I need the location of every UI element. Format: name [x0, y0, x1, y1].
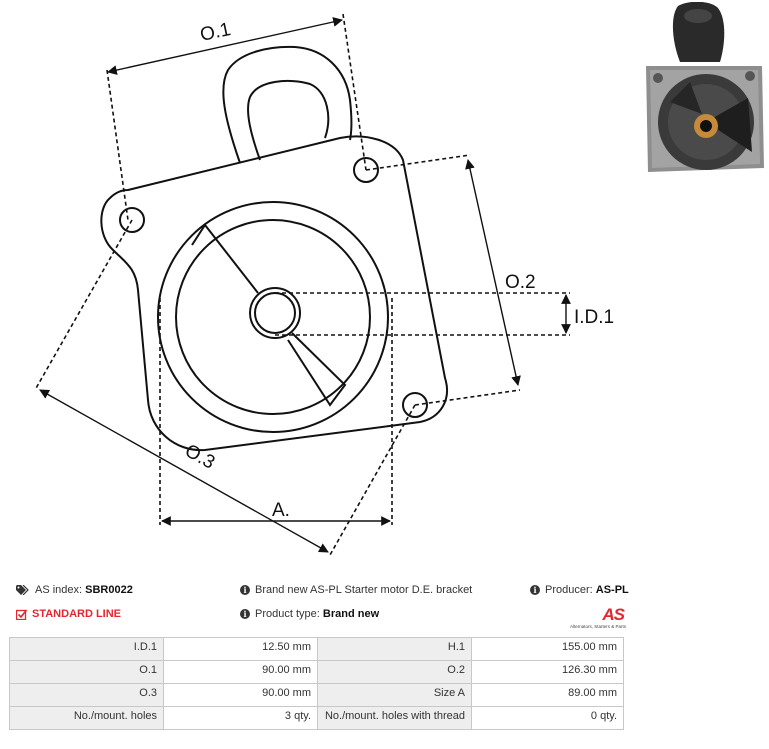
info-icon: i	[240, 585, 250, 595]
spec-value: 89.00 mm	[471, 683, 624, 707]
product-type: i Product type: Brand new	[240, 608, 379, 620]
product-type-label: Product type:	[255, 608, 320, 620]
standard-line: STANDARD LINE	[16, 608, 121, 620]
spec-label: No./mount. holes	[9, 706, 164, 730]
product-photo	[640, 2, 768, 174]
dim-o1-line	[107, 17, 343, 75]
as-index: AS index: SBR0022	[16, 584, 133, 596]
spec-label: No./mount. holes with thread	[317, 706, 472, 730]
as-index-label: AS index:	[35, 584, 83, 596]
as-pl-logo: AS Alternators, Starters & Parts	[560, 605, 626, 633]
spec-value: 0 qty.	[471, 706, 624, 730]
spec-value: 90.00 mm	[163, 660, 318, 684]
label-a: A.	[272, 500, 290, 521]
spec-value: 155.00 mm	[471, 637, 624, 661]
check-square-icon	[16, 609, 27, 620]
logo-mark: AS	[602, 605, 625, 624]
table-row: No./mount. holes 3 qty. No./mount. holes…	[9, 706, 624, 730]
description: i Brand new AS-PL Starter motor D.E. bra…	[240, 584, 472, 596]
spec-value: 90.00 mm	[163, 683, 318, 707]
as-index-value: SBR0022	[85, 584, 133, 596]
mount-hole-1	[119, 207, 145, 233]
label-o2: O.2	[505, 272, 536, 293]
product-info: AS index: SBR0022 i Brand new AS-PL Star…	[10, 584, 629, 632]
shaft-hole-inner	[254, 292, 296, 334]
spec-label: O.1	[9, 660, 164, 684]
inner-bore-circle	[175, 219, 371, 415]
info-icon: i	[530, 585, 540, 595]
dim-o3-line	[39, 389, 329, 553]
label-o1: O.1	[198, 19, 232, 46]
label-o3: O.3	[181, 440, 218, 473]
info-icon: i	[240, 609, 250, 619]
spec-label: H.1	[317, 637, 472, 661]
shaft-hole-outer	[249, 287, 301, 339]
logo-tagline: Alternators, Starters & Parts	[569, 624, 626, 629]
producer: i Producer: AS-PL	[530, 584, 629, 596]
spec-label: O.3	[9, 683, 164, 707]
producer-label: Producer:	[545, 584, 593, 596]
spec-label: Size A	[317, 683, 472, 707]
outer-bore-circle	[157, 201, 389, 433]
spec-table: I.D.1 12.50 mm H.1 155.00 mm O.1 90.00 m…	[9, 637, 624, 730]
spec-label: O.2	[317, 660, 472, 684]
standard-line-text: STANDARD LINE	[32, 608, 122, 620]
mount-hole-2	[353, 157, 379, 183]
spec-value: 12.50 mm	[163, 637, 318, 661]
table-row: I.D.1 12.50 mm H.1 155.00 mm	[9, 637, 624, 661]
description-text: Brand new AS-PL Starter motor D.E. brack…	[255, 584, 473, 596]
bracket-top-lug	[222, 45, 353, 164]
dim-o2-line	[465, 159, 521, 386]
tags-icon	[16, 585, 30, 595]
technical-drawing: O.1 O.2 I.D.1 O.3 A.	[34, 13, 614, 556]
mount-hole-3	[402, 392, 428, 418]
spec-label: I.D.1	[9, 637, 164, 661]
table-row: O.3 90.00 mm Size A 89.00 mm	[9, 683, 624, 707]
table-row: O.1 90.00 mm O.2 126.30 mm	[9, 660, 624, 684]
cutout-wedge	[191, 223, 347, 407]
spec-value: 126.30 mm	[471, 660, 624, 684]
producer-value: AS-PL	[595, 584, 629, 596]
spec-value: 3 qty.	[163, 706, 318, 730]
label-id1: I.D.1	[574, 307, 614, 328]
product-type-value: Brand new	[322, 608, 380, 620]
